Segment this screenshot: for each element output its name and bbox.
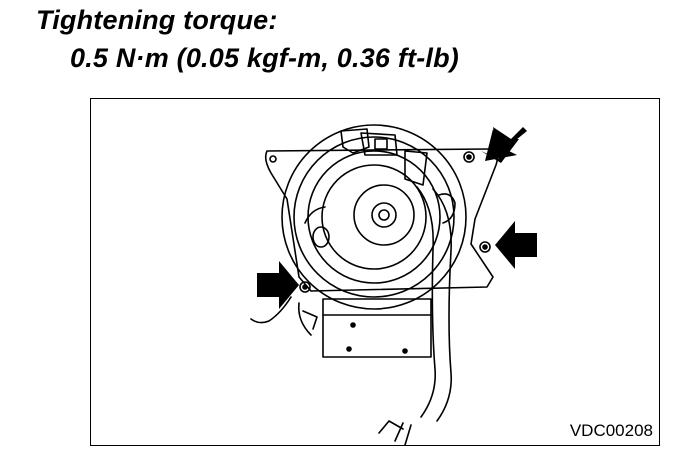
arrow-left	[257, 261, 299, 309]
top-connector	[340, 128, 370, 154]
wire-harness	[416, 186, 437, 418]
figure-id: VDC00208	[569, 421, 653, 440]
torque-heading: Tightening torque:	[36, 5, 278, 35]
screw-bottom-left	[299, 281, 311, 293]
outer-ring	[281, 124, 467, 310]
hub	[353, 184, 415, 246]
arrow-right	[495, 221, 537, 269]
torque-value: 0.5 N·m (0.05 kgf-m, 0.36 ft-lb)	[70, 43, 459, 73]
screw-right	[479, 241, 491, 253]
screw-top-right	[463, 151, 475, 163]
component-illustration	[250, 124, 537, 446]
illustration-frame: VDC00208	[90, 98, 660, 446]
lower-housing	[322, 298, 432, 358]
